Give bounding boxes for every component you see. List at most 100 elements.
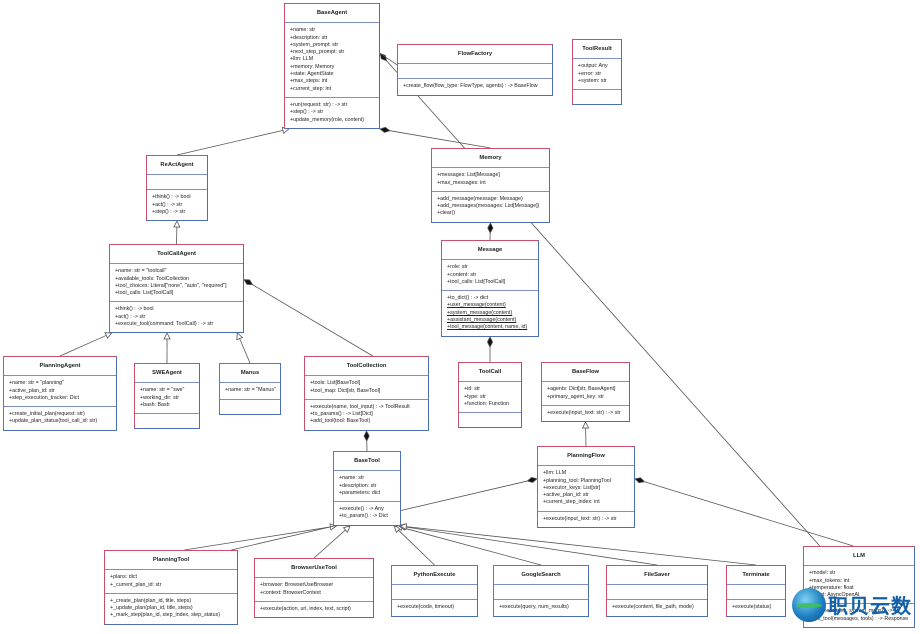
- class-method: +add_messages(messages: List[Message]): [437, 203, 540, 210]
- class-method: +tool_message(content, name, id): [447, 324, 528, 331]
- class-method: +execute(content, file_path, mode): [612, 604, 694, 611]
- class-title: LLM: [853, 553, 865, 559]
- inheritance-arrowhead: [163, 332, 171, 340]
- class-attributes: +name: str+description: str+parameters: …: [334, 470, 400, 501]
- class-tool-call-agent: ToolCallAgent+name: str = "toolcall"+ava…: [109, 244, 244, 334]
- class-methods: +think() : -> bool+act() : -> str+execut…: [110, 301, 243, 332]
- relation-inheritance-google-search-base-tool: [401, 527, 542, 566]
- class-attribute: +browser: BrowserUseBrowser: [260, 582, 334, 589]
- class-attribute: +content: str: [447, 271, 477, 278]
- class-attribute: +llm: LLM: [290, 56, 314, 63]
- class-methods: +execute(input_text: str) : -> str: [538, 510, 634, 527]
- class-attribute: +state: AgentState: [290, 71, 334, 78]
- class-google-search: GoogleSearch+execute(query, num_results): [493, 565, 589, 617]
- class-attributes: +browser: BrowserUseBrowser+context: Bro…: [255, 577, 373, 601]
- class-attributes: +output: Any+error: str+system: str: [573, 58, 621, 89]
- class-attribute: +name: str: [339, 475, 365, 482]
- class-attributes: +name: str = "planning"+active_plan_id: …: [4, 375, 116, 406]
- class-method: +execute(code, timeout): [397, 604, 454, 611]
- class-methods: +execute(status): [727, 599, 785, 615]
- class-title: Message: [477, 247, 503, 253]
- class-methods: +execute(content, file_path, mode): [607, 599, 707, 615]
- class-attribute: +llm: LLM: [543, 470, 567, 477]
- watermark-text: 职贝云数: [828, 594, 912, 618]
- class-attributes: [727, 584, 785, 599]
- class-attribute: +active_plan_id: str: [9, 387, 55, 394]
- class-attribute: +planning_tool: PlanningTool: [543, 477, 611, 484]
- class-base-tool: BaseTool+name: str+description: str+para…: [333, 451, 401, 526]
- class-method: +_update_plan(plan_id, title, steps): [110, 605, 193, 612]
- class-attribute: +output: Any: [578, 63, 608, 70]
- relation-association-flow-factory-base-agent: [379, 53, 398, 66]
- class-title: BrowserUseTool: [291, 565, 337, 571]
- relation-inheritance-re-act-agent-base-agent: [176, 129, 284, 156]
- class-attribute: +plans: dict: [110, 574, 137, 581]
- relation-composition-base-agent-llm: [386, 60, 821, 547]
- class-attribute: +active_plan_id: str: [543, 492, 589, 499]
- class-methods: [220, 398, 280, 414]
- class-attribute: +max_steps: int: [290, 78, 328, 85]
- class-title: Manus: [240, 370, 260, 376]
- class-attribute: +name: str = "swe": [140, 387, 185, 394]
- class-methods: +think() : -> bool+act() : -> str+step()…: [147, 189, 207, 220]
- class-method: +update_plan_status(tool_call_id: str): [9, 418, 98, 425]
- class-method: +execute(status): [732, 604, 772, 611]
- class-attribute: +bash: Bash: [140, 401, 170, 408]
- inheritance-arrowhead: [173, 220, 181, 228]
- class-methods: [459, 412, 521, 427]
- class-attribute: +name: str = "planning": [9, 380, 64, 387]
- class-attribute: +tool_choices: Literal["none", "auto", "…: [115, 282, 227, 289]
- class-memory: Memory+messages: List[Message]+max_messa…: [431, 148, 550, 223]
- composition-diamond: [526, 476, 538, 483]
- class-title: ToolCollection: [346, 363, 387, 369]
- relation-inheritance-terminate-base-tool: [406, 526, 757, 566]
- relation-inheritance-planning-tool-base-tool: [184, 526, 331, 551]
- class-method: +execute(input_text: str) : -> str: [543, 515, 617, 522]
- class-methods: +execute(action, url, index, text, scrip…: [255, 600, 373, 617]
- class-attribute: +client: AsyncOpenAI: [809, 592, 860, 599]
- relation-composition-planning-flow-llm: [644, 481, 854, 547]
- class-attributes: +name: str = "swe"+working_dir: str+bash…: [135, 382, 199, 413]
- class-method: +step() : -> str: [152, 208, 186, 215]
- relation-composition-tool-call-agent-tool-collection: [252, 284, 373, 357]
- class-method: +think() : -> bool: [152, 194, 191, 201]
- class-tool-collection: ToolCollection+tools: List[BaseTool]+too…: [304, 356, 429, 431]
- class-manus: Manus +name: str = "Manus": [219, 363, 281, 415]
- class-attribute: +type: str: [464, 393, 486, 400]
- class-method: +execute(input_text: str) : -> str: [547, 409, 621, 416]
- class-tool-result: ToolResult+output: Any+error: str+system…: [572, 39, 622, 106]
- class-attribute: +name: str = "toolcall": [115, 268, 167, 275]
- class-methods: +create_flow(flow_type: FlowType, agents…: [398, 78, 552, 94]
- class-attribute: +description: str: [290, 34, 328, 41]
- class-attribute: +max_tokens: int: [809, 577, 850, 584]
- class-title: PlanningAgent: [39, 363, 81, 369]
- composition-diamond: [379, 126, 391, 133]
- inheritance-arrowhead: [399, 523, 408, 531]
- class-attribute: +function: Function: [464, 400, 509, 407]
- class-title: SWEAgent: [152, 370, 182, 376]
- class-base-flow: BaseFlow+agents: Dict[str, BaseAgent]+pr…: [541, 362, 630, 423]
- class-title: GoogleSearch: [521, 572, 561, 578]
- class-attributes: +name: str = "toolcall"+available_tools:…: [110, 263, 243, 301]
- class-file-saver: FileSaver+execute(content, file_path, mo…: [606, 565, 708, 617]
- class-method: +act() : -> str: [152, 201, 183, 208]
- class-attribute: +working_dir: str: [140, 394, 180, 401]
- relation-inheritance-python-execute-base-tool: [398, 529, 435, 566]
- class-attributes: [494, 584, 588, 599]
- class-attribute: +system_prompt: str: [290, 41, 339, 48]
- class-attribute: +parameters: dict: [339, 489, 381, 496]
- class-method: +execute_tool(command: ToolCall) : -> st…: [115, 321, 214, 328]
- class-title: ReActAgent: [160, 162, 194, 168]
- class-attributes: [392, 584, 477, 599]
- class-attribute: +current_step_index: int: [543, 499, 600, 506]
- class-method: +think() : -> bool: [115, 306, 154, 313]
- class-attribute: +available_tools: ToolCollection: [115, 275, 189, 282]
- class-attributes: +name: str = "Manus": [220, 382, 280, 398]
- class-method: +add_message(message: Message): [437, 195, 523, 202]
- class-attributes: [147, 174, 207, 189]
- class-title: Terminate: [742, 572, 770, 578]
- class-method: +add_tool(tool: BaseTool): [310, 418, 371, 425]
- class-methods: +execute(input_text: str) : -> str: [542, 404, 629, 421]
- class-methods: +to_dict() : -> dict+user_message(conten…: [442, 290, 538, 335]
